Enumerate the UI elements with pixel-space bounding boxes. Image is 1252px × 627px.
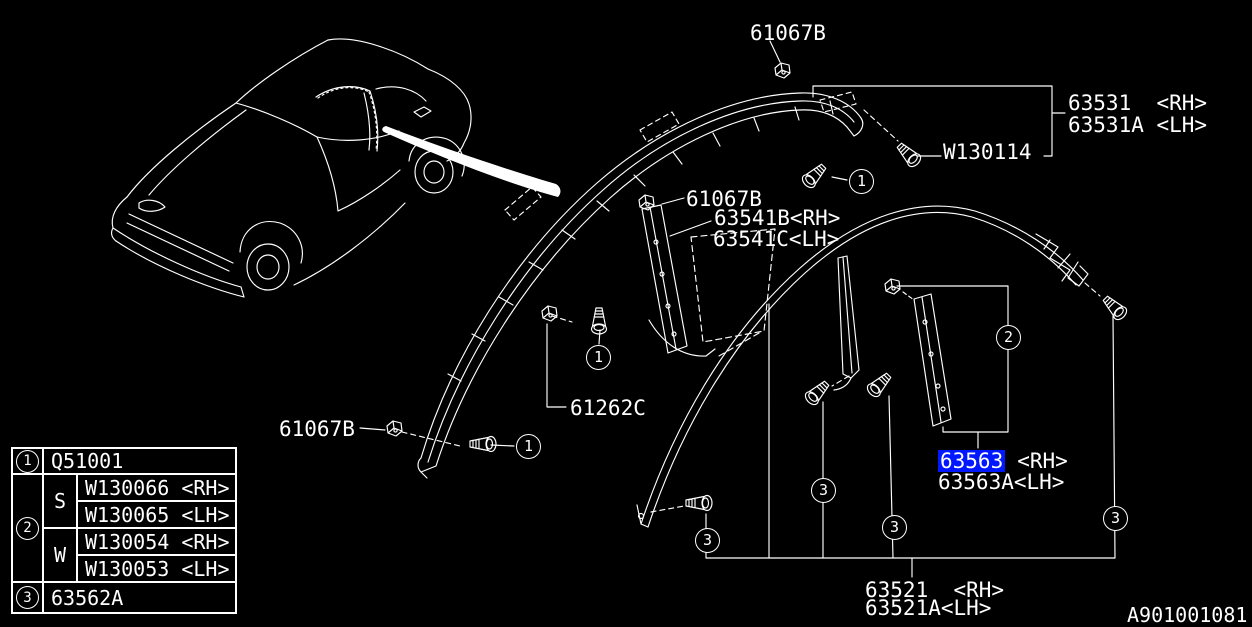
rear-sash-cover-63563 (903, 292, 951, 426)
door-run-channel-63521 (637, 206, 1088, 527)
clip-61262c (541, 305, 558, 322)
leader-lines (360, 41, 1115, 577)
legend-part-w130066[interactable]: W130066 <RH> (78, 475, 235, 502)
screw-w130114 (893, 139, 924, 170)
selected-part-side: <RH> (1017, 449, 1068, 473)
front-pillar-molding-63531 (418, 92, 898, 478)
part-label-63563-rh[interactable]: 63563 <RH> (938, 450, 1068, 472)
callout-1: 1 (16, 449, 39, 473)
callout-1: 1 (849, 169, 874, 194)
callout-3: 3 (1103, 506, 1128, 531)
legend-key-s: S (44, 475, 78, 529)
legend-key-w: W (44, 529, 78, 583)
part-label-63521a-lh[interactable]: 63521A<LH> (865, 596, 992, 620)
part-label-61262c[interactable]: 61262C (570, 396, 646, 420)
door-sash (834, 256, 859, 390)
legend-row3-callout: 3 (13, 583, 44, 612)
part-label-w130114[interactable]: W130114 (943, 140, 1032, 164)
b-pillar-cover-63541 (642, 205, 775, 356)
part-label-63521-rh[interactable]: 63521 <RH> (865, 578, 1005, 602)
car-wireframe (112, 39, 471, 297)
fastener-legend-table: 1 Q51001 2 S W130066 <RH> W130065 <LH> W… (11, 447, 237, 614)
screw-left (469, 435, 497, 453)
part-label-61067b-left[interactable]: 61067B (279, 417, 355, 441)
screw-mid (590, 307, 608, 335)
callout-3: 3 (882, 515, 907, 540)
screw-top (799, 160, 830, 191)
screw-sash-left (802, 377, 833, 408)
part-label-61067b-mid[interactable]: 61067B (686, 187, 762, 211)
clip-61067b-left (386, 420, 403, 437)
part-label-63531a-lh[interactable]: 63531A <LH> (1068, 113, 1208, 137)
clip-61067b-top (774, 62, 791, 79)
callout-2: 2 (996, 325, 1021, 350)
legend-row1-part[interactable]: Q51001 (44, 449, 235, 475)
legend-row2-callout: 2 (13, 475, 44, 583)
part-label-63541c-lh[interactable]: 63541C<LH> (713, 227, 840, 251)
legend-row3-part[interactable]: 63562A (51, 585, 124, 610)
selected-part-number[interactable]: 63563 (938, 449, 1006, 473)
callout-3: 3 (16, 586, 39, 609)
screw-rear (1099, 292, 1130, 323)
callout-3: 3 (811, 478, 836, 503)
callout-1: 1 (586, 345, 611, 370)
callout-2: 2 (16, 516, 39, 540)
callout-3: 3 (695, 528, 720, 553)
part-label-61067b-top[interactable]: 61067B (750, 21, 826, 45)
screw-sash-right (864, 369, 895, 400)
pointer-swoosh (382, 126, 561, 197)
legend-part-w130054[interactable]: W130054 <RH> (78, 529, 235, 556)
callout-1: 1 (516, 434, 541, 459)
part-label-63531-rh[interactable]: 63531 <RH> (1068, 91, 1208, 115)
legend-row1-callout: 1 (13, 449, 44, 475)
drawing-code: A901001081 (1127, 603, 1248, 627)
legend-part-w130053[interactable]: W130053 <LH> (78, 556, 235, 583)
part-label-63541b-rh[interactable]: 63541B<RH> (714, 206, 841, 230)
legend-part-w130065[interactable]: W130065 <LH> (78, 502, 235, 529)
grommet-bottom (685, 494, 713, 512)
part-label-63563a-lh[interactable]: 63563A<LH> (938, 470, 1065, 494)
